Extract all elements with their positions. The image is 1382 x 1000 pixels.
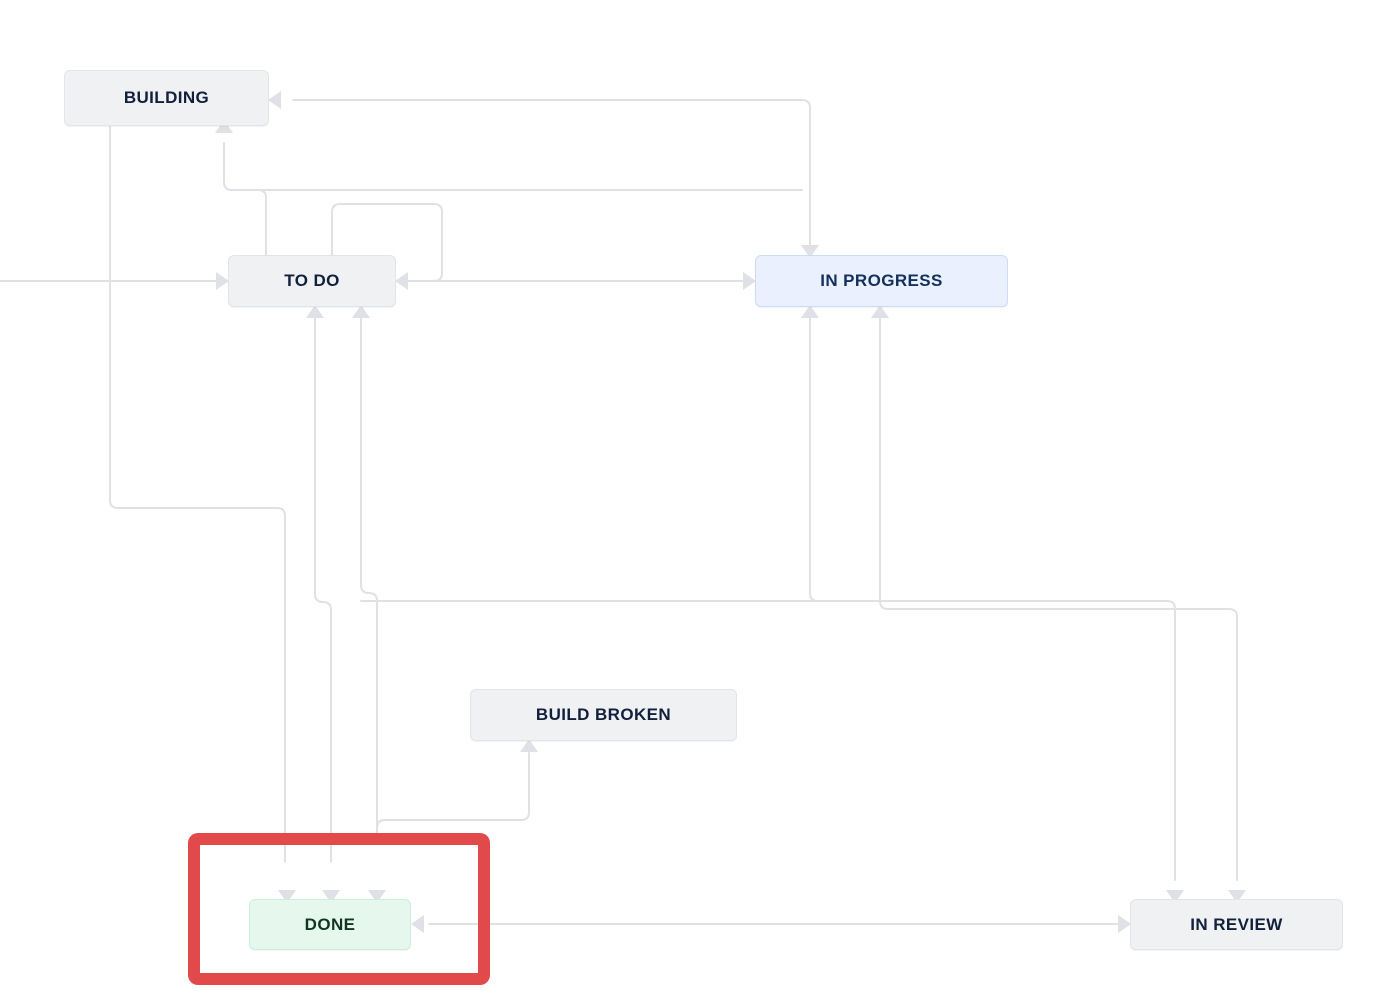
status-node-build_broken[interactable]: BUILD BROKEN — [470, 689, 737, 741]
arrow-into-todo-bottom-a — [306, 305, 324, 318]
edge-done-to-todo-b[interactable] — [360, 317, 378, 837]
arrow-into-done-top-a — [278, 890, 296, 903]
edge-done-to-buildbroken[interactable] — [376, 752, 530, 837]
edge-todo-self-loop[interactable] — [331, 203, 443, 282]
arrow-into-inprogress-bot-a — [801, 305, 819, 318]
arrow-into-done-right — [411, 915, 424, 933]
arrow-into-buildbroken-bot — [520, 739, 538, 752]
edge-inreview-to-inprogress-b[interactable] — [879, 317, 1238, 881]
status-node-in_progress[interactable]: IN PROGRESS — [755, 255, 1008, 307]
status-node-label: DONE — [304, 914, 356, 934]
arrow-into-building-right — [268, 91, 281, 109]
status-node-label: BUILD BROKEN — [535, 705, 672, 724]
arrow-into-todo-left — [216, 272, 229, 290]
arrow-into-building-bottom — [215, 120, 233, 133]
edge-inreview-to-inprogress-a[interactable] — [809, 317, 1176, 881]
status-node-label: BUILDING — [123, 88, 210, 107]
status-node-label: IN REVIEW — [1190, 914, 1283, 934]
arrow-into-todo-bottom-b — [352, 305, 370, 318]
status-node-building[interactable]: BUILDING — [64, 70, 269, 126]
arrow-into-todo-right — [395, 272, 408, 290]
arrow-into-inprogress-bot-b — [871, 305, 889, 318]
arrow-into-inreview-left — [1118, 915, 1131, 933]
status-node-in_review[interactable]: IN REVIEW — [1130, 899, 1343, 950]
arrow-into-inreview-top-a — [1166, 890, 1184, 903]
status-node-todo[interactable]: TO DO — [228, 255, 396, 307]
edge-paths — [0, 99, 1238, 925]
arrow-into-done-top-c — [368, 890, 386, 903]
arrow-into-inprogress-top — [801, 245, 819, 258]
status-node-label: IN PROGRESS — [820, 271, 943, 290]
edge-todo-to-building[interactable] — [223, 142, 267, 256]
status-node-done[interactable]: DONE — [249, 899, 411, 950]
edge-done-to-todo-a[interactable] — [314, 317, 332, 863]
arrow-into-inprogress-left — [743, 272, 756, 290]
arrow-into-inreview-top-b — [1228, 890, 1246, 903]
arrow-into-done-top-b — [322, 890, 340, 903]
edge-inprogress-to-building[interactable] — [292, 99, 811, 256]
edge-building-to-done[interactable] — [109, 125, 286, 863]
edge-arrowheads — [215, 91, 1246, 933]
status-node-label: TO DO — [284, 271, 340, 290]
